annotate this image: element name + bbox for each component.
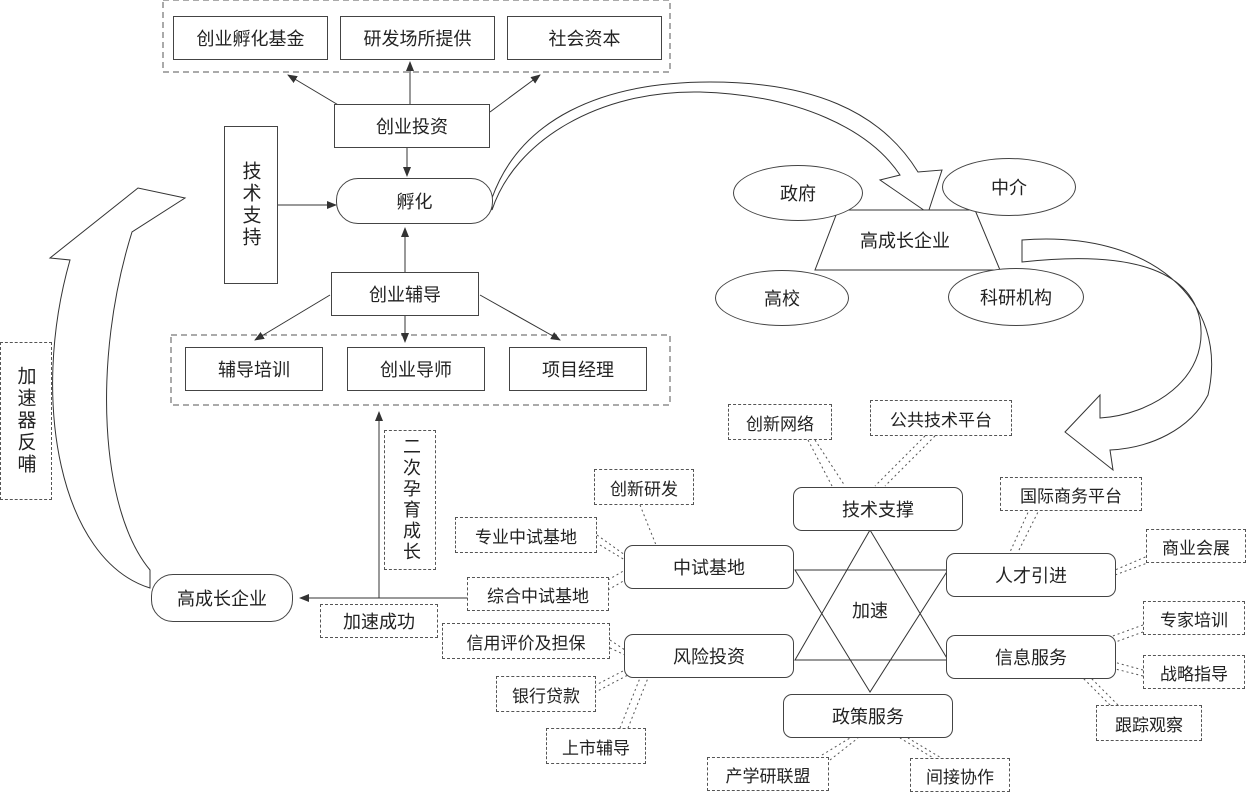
accelerate-center-label: 加速 (852, 601, 888, 622)
training-box: 辅导培训 (185, 347, 323, 391)
public-platform-leaf: 公共技术平台 (870, 400, 1012, 436)
tracking-leaf: 跟踪观察 (1096, 705, 1202, 741)
talent-node: 人才引进 (946, 553, 1116, 597)
investment-box: 创业投资 (334, 104, 490, 148)
star-up-triangle (794, 529, 949, 661)
integrated-pilot-leaf: 综合中试基地 (467, 577, 609, 611)
top-group-frame (162, 0, 671, 73)
tech-support-box: 技术支持 (224, 126, 278, 284)
intermediary-ellipse: 中介 (942, 158, 1076, 216)
business-expo-leaf: 商业会展 (1146, 529, 1246, 563)
intl-business-leaf: 国际商务平台 (1000, 477, 1142, 511)
innovation-rd-leaf: 创新研发 (594, 469, 694, 505)
accelerator-feedback-arrow (48, 187, 187, 589)
indirect-coop-leaf: 间接协作 (910, 758, 1010, 792)
second-growth-label: 二次孕育成长 (384, 430, 436, 570)
high-growth-left-box: 高成长企业 (151, 574, 293, 622)
mentor-box: 创业导师 (347, 347, 485, 391)
star-down-triangle (794, 569, 949, 693)
fund-box: 创业孵化基金 (173, 16, 328, 60)
capital-box: 社会资本 (507, 16, 662, 60)
incubate-box: 孵化 (336, 178, 493, 224)
info-service-node: 信息服务 (946, 635, 1116, 679)
arrow-to-training (254, 294, 331, 341)
accelerator-feedback-label: 加速器反哺 (0, 342, 52, 500)
expert-training-leaf: 专家培训 (1143, 601, 1245, 635)
strategy-guidance-leaf: 战略指导 (1143, 655, 1245, 689)
tech-support-node: 技术支撑 (793, 487, 963, 531)
venue-box: 研发场所提供 (340, 16, 495, 60)
manager-box: 项目经理 (509, 347, 647, 391)
guidance-box: 创业辅导 (331, 272, 479, 316)
arrow-to-fund (287, 74, 341, 107)
innovation-network-leaf: 创新网络 (728, 404, 832, 440)
pilot-base-node: 中试基地 (624, 545, 794, 589)
specialized-pilot-leaf: 专业中试基地 (455, 517, 597, 553)
incubate-to-cluster-arrow (491, 81, 943, 214)
accel-success-label: 加速成功 (320, 604, 438, 638)
venture-node: 风险投资 (624, 634, 794, 678)
bank-loan-leaf: 银行贷款 (496, 676, 596, 712)
cluster-to-accelerate-arrow (1021, 238, 1213, 472)
listing-guidance-leaf: 上市辅导 (546, 728, 646, 764)
arrow-to-manager (479, 294, 561, 341)
iur-alliance-leaf: 产学研联盟 (707, 757, 829, 791)
research-ellipse: 科研机构 (948, 268, 1084, 326)
arrow-to-capital (489, 74, 541, 113)
bottom-group-frame (170, 334, 671, 406)
university-ellipse: 高校 (715, 270, 849, 326)
dotted-connectors (589, 435, 1151, 763)
credit-guarantee-leaf: 信用评价及担保 (442, 623, 610, 659)
cluster-center-label: 高成长企业 (860, 231, 950, 252)
government-ellipse: 政府 (733, 165, 863, 221)
policy-node: 政策服务 (783, 694, 953, 738)
